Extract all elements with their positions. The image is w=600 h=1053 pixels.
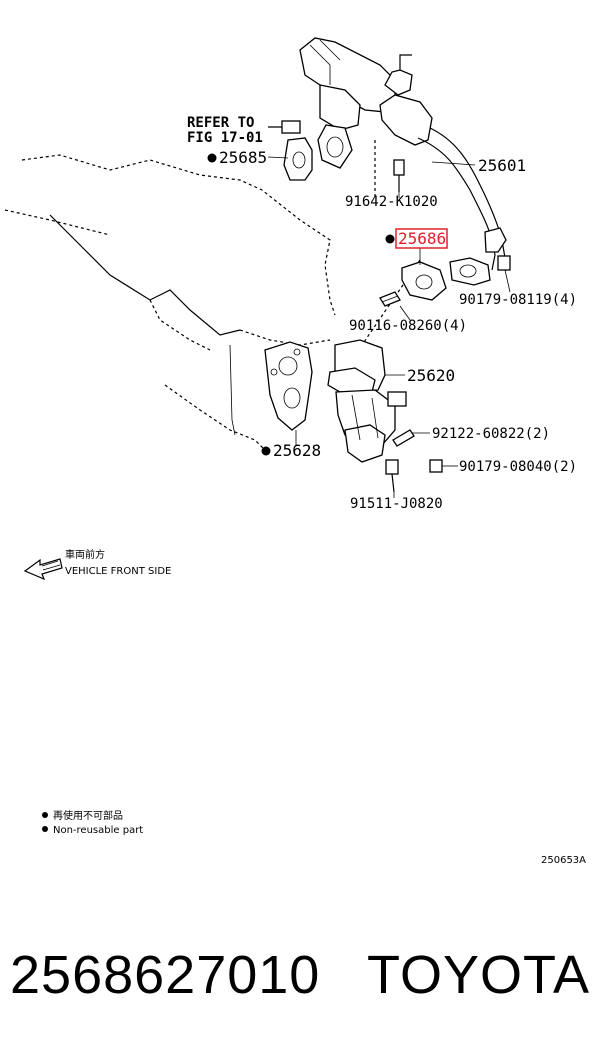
non-reusable-dot-25628: [261, 446, 271, 456]
direction-en: VEHICLE FRONT SIDE: [65, 566, 171, 577]
legend-jp: 再使用不可部品: [53, 809, 123, 822]
label-91642: 91642-K1020: [345, 194, 438, 210]
gasket-25686: [401, 257, 491, 301]
non-reusable-dot-25686: [385, 234, 395, 244]
label-90116: 90116-08260(4): [349, 318, 467, 334]
non-reusable-dot-25685: [207, 153, 217, 163]
label-25628: 25628: [273, 441, 321, 460]
footer-brand: TOYOTA: [366, 945, 590, 1005]
refer-to-line2: FIG 17-01: [187, 130, 263, 146]
label-25685: 25685: [219, 148, 267, 167]
label-25601: 25601: [478, 156, 526, 175]
label-90179-08119: 90179-08119(4): [459, 292, 577, 308]
nut-90179-a: [497, 255, 511, 271]
footer-part-number: 2568627010: [10, 945, 321, 1005]
flange-gasket-group: [268, 84, 361, 181]
footer-bar: 2568627010 TOYOTA: [0, 935, 600, 1015]
leader-lines: [267, 156, 511, 498]
highlight-box-25686: [395, 228, 448, 249]
label-25686: 25686: [398, 229, 446, 248]
label-25620: 25620: [407, 366, 455, 385]
stud-92122: [392, 429, 415, 447]
label-92122: 92122-60822(2): [432, 426, 550, 442]
egr-cooler-25601: [299, 37, 507, 271]
gasket-25628: [264, 341, 313, 431]
legend-dot-en: [42, 826, 48, 832]
nut-90179-b: [429, 459, 443, 473]
egr-valve-25620: [327, 339, 407, 463]
label-90179-08040: 90179-08040(2): [459, 459, 577, 475]
direction-jp: 車両前方: [65, 548, 105, 561]
figure-code: 250653A: [541, 855, 586, 866]
bolt-91511: [385, 459, 399, 493]
legend-dot-jp: [42, 812, 48, 818]
engine-block-outline: [4, 154, 336, 451]
refer-to-line1: REFER TO: [187, 115, 254, 131]
label-91511: 91511-J0820: [350, 496, 443, 512]
bolt-91642: [393, 159, 405, 192]
front-arrow-icon: [23, 558, 63, 581]
legend-en: Non-reusable part: [53, 825, 143, 836]
stud-90116: [379, 291, 401, 307]
